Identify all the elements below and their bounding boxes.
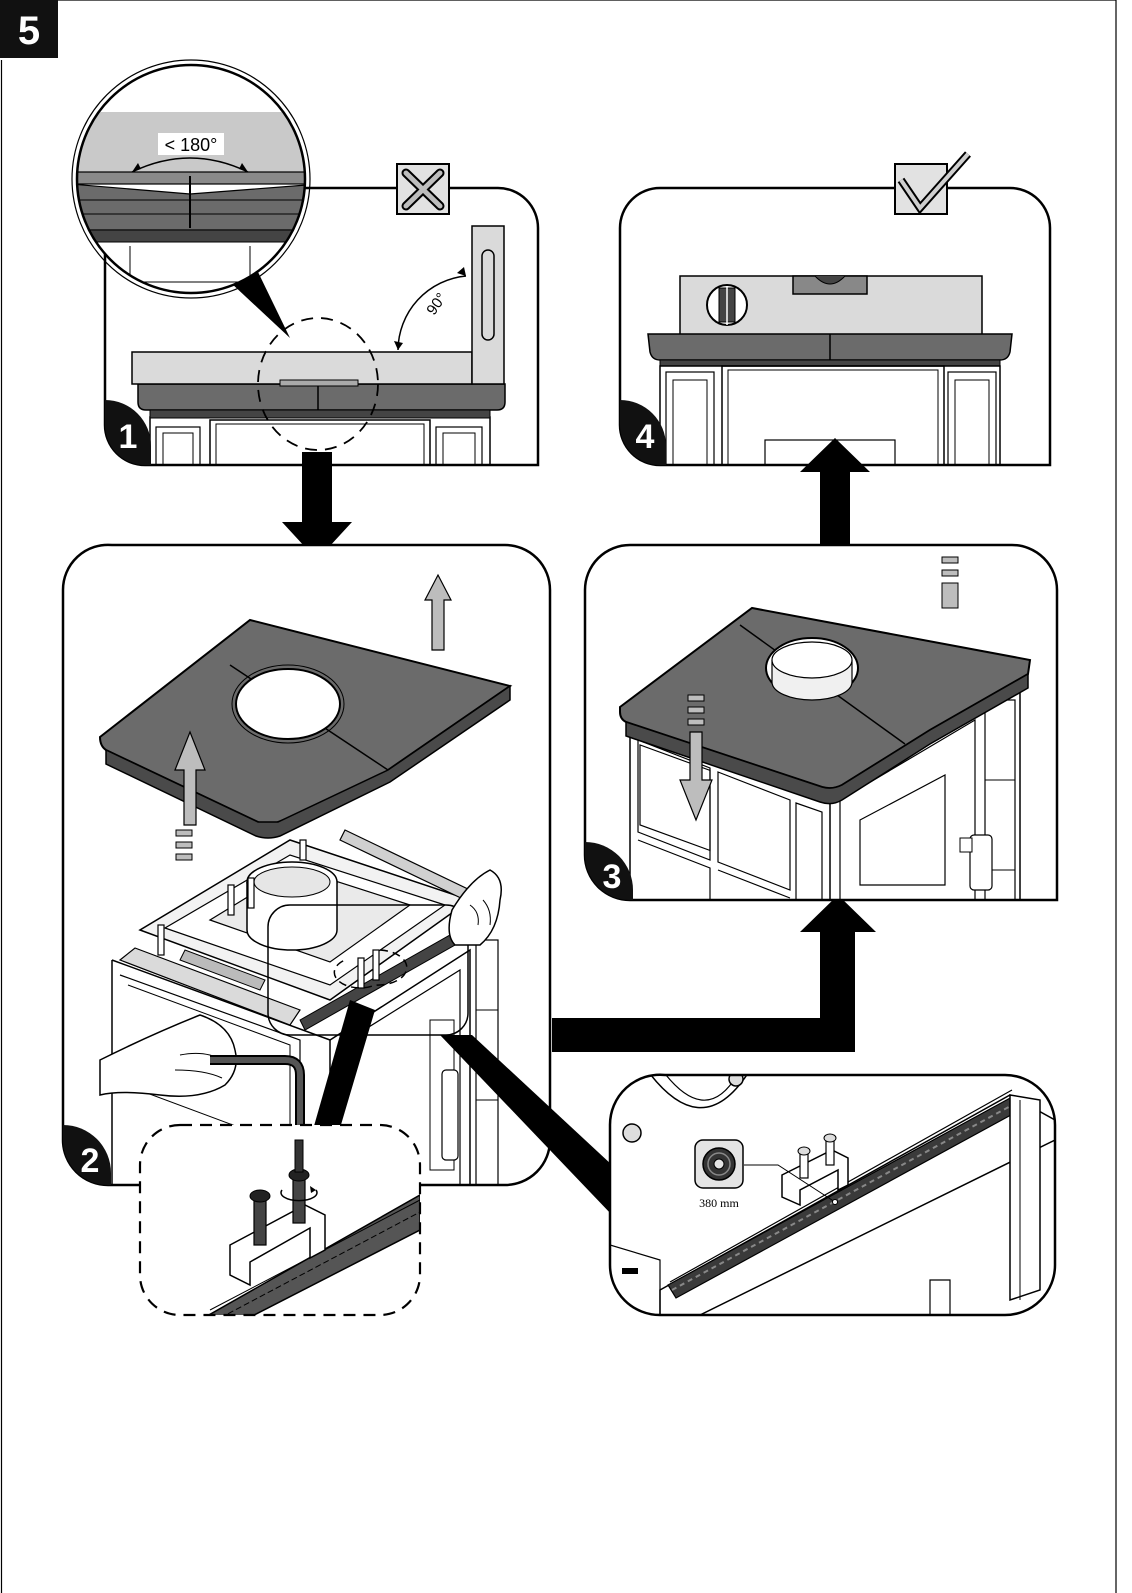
magnifier-pointer xyxy=(230,272,290,338)
cross-icon xyxy=(396,163,450,215)
figure-number: 5 xyxy=(0,0,58,58)
arrow-step3-to-step4 xyxy=(800,438,870,550)
step-2-panel: 2 xyxy=(61,543,552,1187)
gasket-length-label: 380 mm xyxy=(699,1196,739,1210)
bolt-detail-inset xyxy=(138,1123,422,1317)
arrow-step1-to-step2 xyxy=(282,452,352,560)
arrow-step2-to-step3 xyxy=(552,895,876,1052)
step-4-panel: 4 xyxy=(618,186,1052,467)
gasket-roll-icon xyxy=(694,1139,744,1189)
step-3-badge: 3 xyxy=(603,858,622,896)
step-1-badge: 1 xyxy=(119,418,138,456)
gasket-detail-pointer xyxy=(440,1035,612,1215)
step-4-badge: 4 xyxy=(636,418,655,456)
step-3-panel: 3 xyxy=(583,543,1059,902)
step-2-badge: 2 xyxy=(81,1142,100,1180)
gasket-detail-inset: 380 mm xyxy=(608,1073,1057,1317)
svg-text:< 180°: < 180° xyxy=(165,135,218,155)
svg-text:5: 5 xyxy=(18,9,40,53)
check-icon xyxy=(894,151,971,215)
